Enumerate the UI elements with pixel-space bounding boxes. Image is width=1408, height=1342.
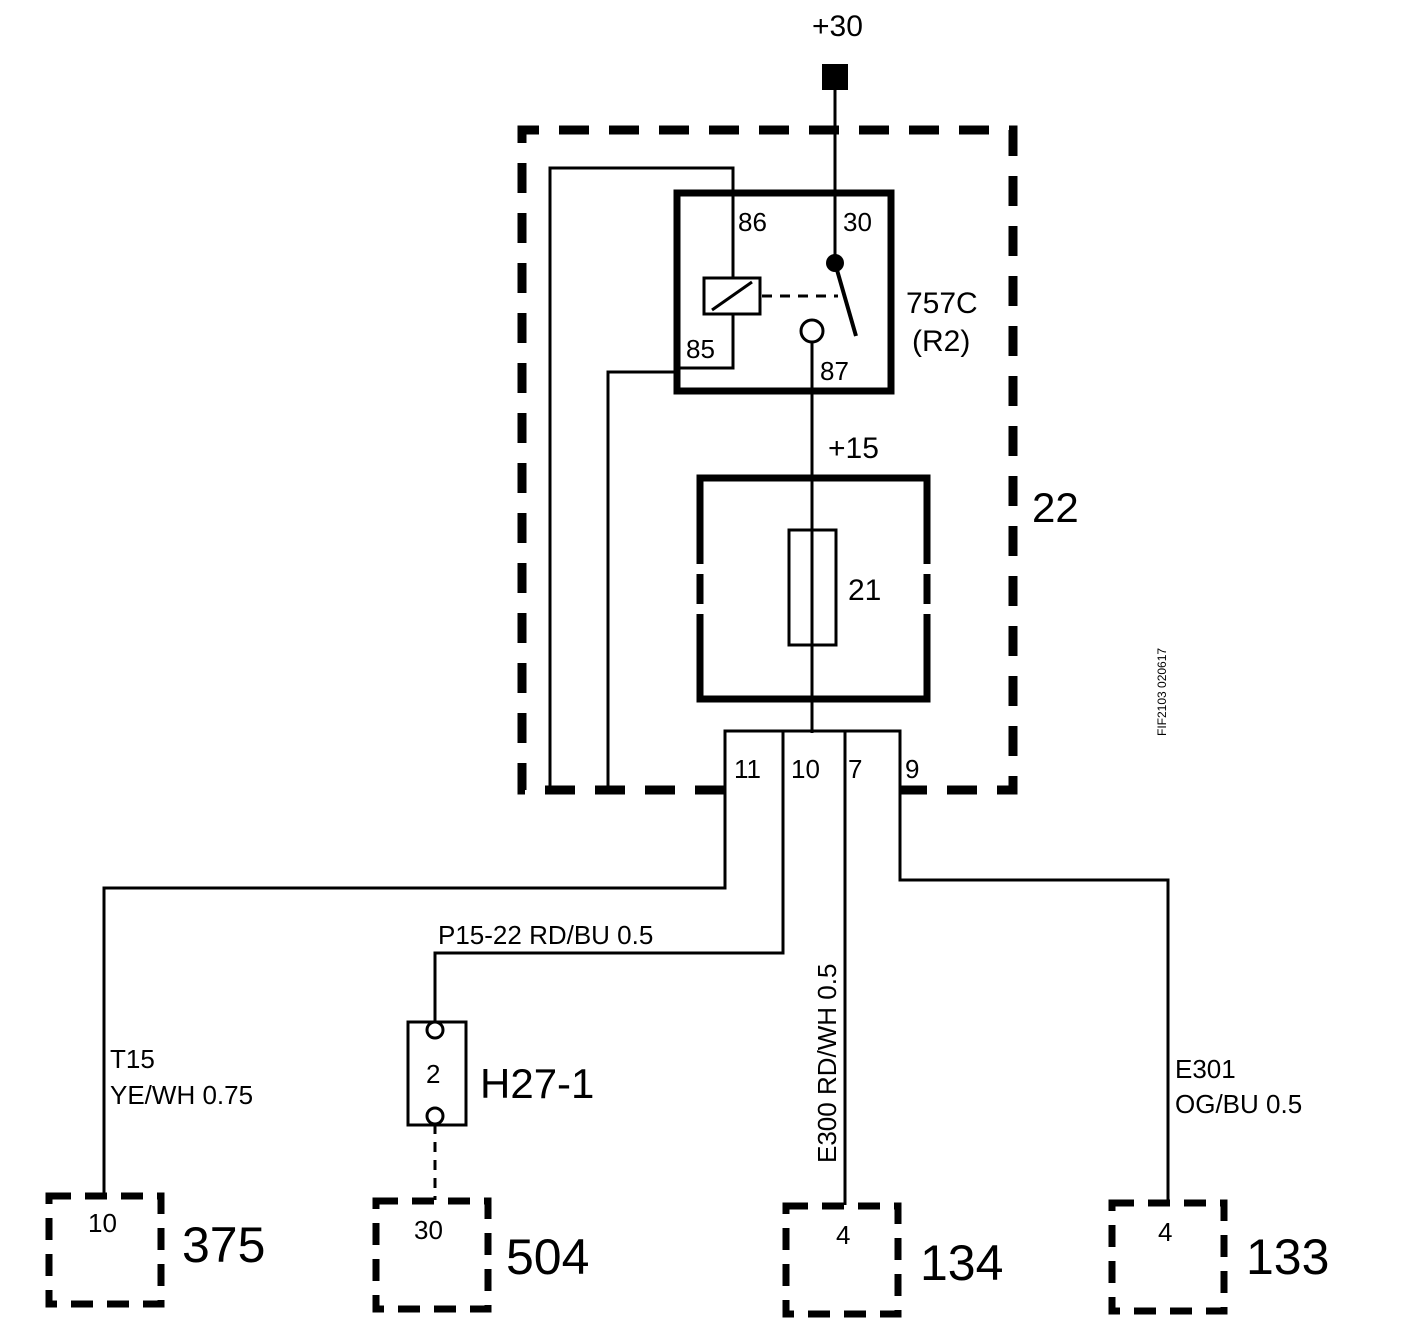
wire-pin86-to-connector [548,166,735,790]
component-133-outline [1108,1199,1228,1315]
connector-pin-10: 10 [791,754,820,784]
component-375: 10 375 [45,1192,265,1308]
component-133-pin: 4 [1158,1217,1172,1247]
wire-e301-id: E301 [1175,1054,1236,1084]
wire-p15-label: P15-22 RD/BU 0.5 [438,920,653,950]
component-504-pin: 30 [414,1215,443,1245]
relay-body [673,189,895,395]
relay-coil-slash [711,280,753,312]
component-504-outline [372,1197,492,1313]
supply-label: +30 [812,10,863,43]
connector-pin-11: 11 [734,754,761,784]
component-375-outline [45,1192,165,1308]
connector-block: 11 10 7 9 [723,729,919,790]
splice-top-contact [425,1020,445,1040]
relay-alt-designation: (R2) [912,325,970,358]
component-133: 4 133 [1108,1199,1329,1315]
relay-757c: 86 30 85 87 757C (R2) [673,189,978,395]
supply-terminal: +30 [812,10,863,262]
splice-bottom-contact [425,1106,445,1126]
fuse-label: 21 [848,574,881,607]
relay-pin-86: 86 [738,207,767,237]
splice-label: H27-1 [480,1060,594,1107]
connector-pin-9: 9 [905,754,919,784]
control-unit-22: 22 [517,125,1079,795]
splice-h27-1: 2 H27-1 [406,1020,594,1200]
relay-designation: 757C [906,287,978,320]
wire-t15 [102,790,727,1196]
component-134-pin: 4 [836,1220,850,1250]
splice-pin: 2 [426,1059,440,1089]
fuse-holder [696,474,931,703]
component-504-label: 504 [506,1229,589,1285]
wire-t15-spec: YE/WH 0.75 [110,1080,253,1110]
control-unit-label: 22 [1032,484,1079,531]
relay-pin-85: 85 [686,334,715,364]
component-504: 30 504 [372,1197,589,1313]
wire-t15-id: T15 [110,1044,155,1074]
relay-pin-87: 87 [820,356,849,386]
component-134-label: 134 [920,1235,1003,1291]
figure-id: FIF2103 020617 [1155,648,1169,736]
connector-outline [723,729,902,790]
relay-pin-30: 30 [843,207,872,237]
supply-terminal-square [822,64,848,90]
connector-pin-7: 7 [848,754,862,784]
component-134: 4 134 [782,1202,1003,1318]
plus15-label: +15 [828,432,879,465]
relay-contact-87 [799,318,825,344]
relay-coil-lead-85 [677,314,735,370]
wire-p15-22 [433,790,785,1022]
wire-pin85-to-connector [606,370,677,790]
wire-e301-spec: OG/BU 0.5 [1175,1089,1302,1119]
wire-e300-label: E300 RD/WH 0.5 [812,964,842,1163]
component-375-pin: 10 [88,1208,117,1238]
control-unit-outline [517,125,1018,795]
component-134-outline [782,1202,902,1318]
wire-e301 [898,790,1170,1203]
component-133-label: 133 [1246,1229,1329,1285]
relay-switch-blade [833,262,858,337]
fuse-21: 21 [696,474,931,703]
component-375-label: 375 [182,1217,265,1273]
